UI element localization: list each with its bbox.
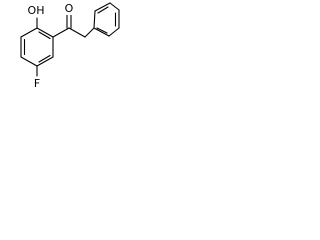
phenyl-ring [93,2,120,37]
phenyl-double-bond-3 [96,27,108,34]
ring-bond-4 [36,56,54,67]
phenyl-bond-2 [94,2,111,12]
phenol-ring [20,27,54,67]
phenyl-bond-1 [93,10,96,29]
ch2-phenyl-bond [84,27,95,38]
phenyl-bond-3 [109,2,120,11]
phenyl-bond-5 [108,27,120,37]
ring-double-bond-2 [38,31,51,40]
phenyl-double-bond-1 [97,6,109,14]
carbonyl-ch2-bond [68,27,86,38]
hydroxyl-label: OH [28,4,45,17]
chemical-structure-diagram: OH O F [20,2,120,90]
ring-bond-2 [36,27,54,38]
aryl-carbonyl-bond [52,27,70,38]
fluorine-label: F [34,77,40,90]
phenyl-bond-6 [93,27,110,37]
ring-bond-5 [20,56,38,67]
ring-double-bond-3 [38,54,51,63]
carbonyl-oxygen-label: O [65,2,74,15]
ring-bond-1 [20,27,38,38]
